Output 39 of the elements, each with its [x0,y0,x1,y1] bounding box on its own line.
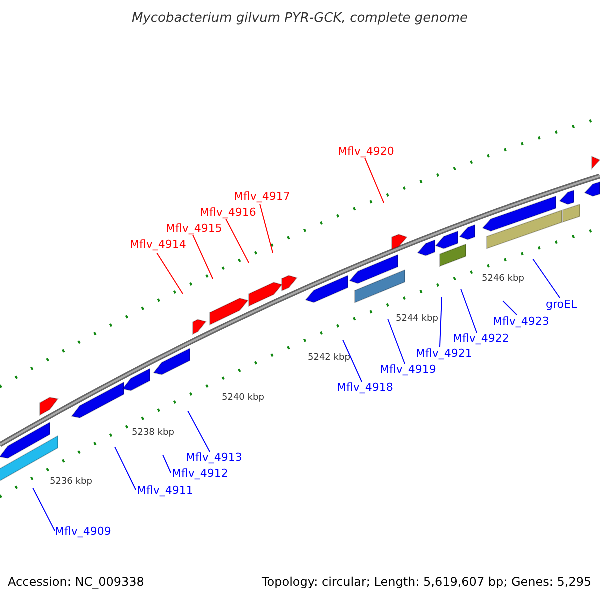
leader-line [114,446,136,490]
scale-label: 5238 kbp [132,429,174,438]
scale-label: 5236 kbp [50,478,92,487]
leader-line [162,454,172,474]
gene-label: Mflv_4911 [137,485,194,496]
leader-line [156,252,184,294]
gene-label: Mflv_4918 [337,382,394,393]
footer-text: Topology: circular; Length: 5,619,607 bp; Genes: 5,295 [262,576,592,588]
gene-label: Mflv_4909 [55,526,112,537]
scale-label: 5246 kbp [482,275,524,284]
gene-label: Mflv_4919 [380,364,436,375]
leader-line [364,158,384,204]
gene-label: Mflv_4916 [200,207,256,218]
gene-label: Mflv_4914 [130,239,186,250]
leader-line [460,288,478,334]
gene-label: Mflv_4922 [453,333,510,344]
leader-line [342,340,362,382]
footer-text: Accession: NC_009338 [8,576,144,588]
leader-line [388,318,406,364]
leader-line [260,204,274,254]
scale-label: 5244 kbp [396,315,438,324]
scale-label: 5242 kbp [308,354,350,363]
leader-line [502,300,518,316]
gene-label: Mflv_4921 [416,348,472,359]
leader-line [32,488,56,532]
leader-line [192,234,214,280]
gene-label: groEL [546,299,578,310]
title: Mycobacterium gilvum PYR-GCK, complete genome [130,12,470,25]
gene-label: Mflv_4913 [186,452,242,463]
gene-label: Mflv_4915 [166,223,222,234]
gene-label: Mflv_4917 [234,191,290,202]
gene-label: Mflv_4920 [338,146,394,157]
leader-line [532,258,560,298]
scale-label: 5240 kbp [222,394,264,403]
leader-line [440,296,442,348]
gene-label: Mflv_4923 [493,316,550,327]
leader-line [188,410,210,452]
leader-line [226,218,250,264]
gene-label: Mflv_4912 [172,468,228,479]
